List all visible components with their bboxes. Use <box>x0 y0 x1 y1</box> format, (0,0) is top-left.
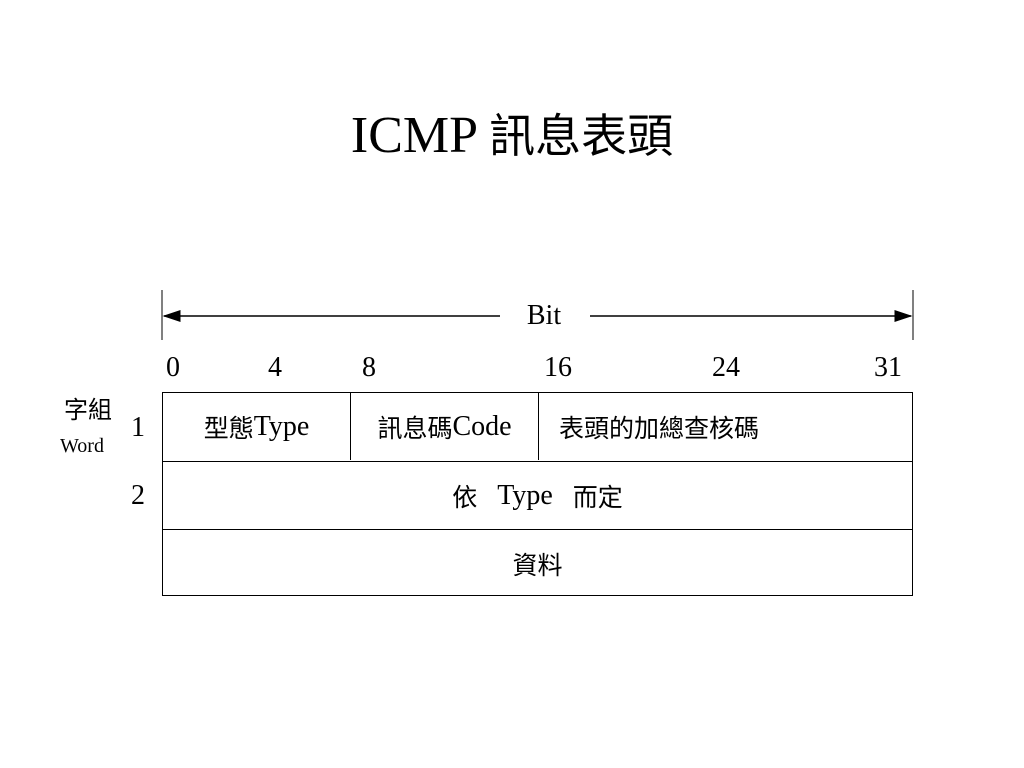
field-code-cjk: 訊息碼 <box>377 413 453 443</box>
bit-tick-0: 0 <box>166 352 180 383</box>
field-type-cjk: 型態 <box>203 413 254 443</box>
title-cjk: 訊息表頭 <box>489 109 674 163</box>
field-depends-post: 而定 <box>572 482 623 512</box>
field-depends-pre: 依 <box>452 482 478 512</box>
field-data-cjk: 資料 <box>512 550 563 580</box>
bit-label: Bit <box>500 298 588 334</box>
word-row-2: 2 <box>131 480 145 511</box>
bit-tick-24: 24 <box>712 352 740 383</box>
page-title: ICMP 訊息表頭 <box>0 100 1024 172</box>
field-code-latin: Code <box>452 410 512 442</box>
word-axis-label-cjk: 字組 <box>64 396 112 424</box>
word-axis-label-en: Word <box>60 435 104 457</box>
bit-tick-4: 4 <box>268 352 282 383</box>
word-row-1: 1 <box>131 412 145 443</box>
header-row-2: 依 Type 而定 <box>163 461 912 529</box>
field-depends-on-type: 依 Type 而定 <box>163 462 912 529</box>
bit-tick-16: 16 <box>544 352 572 383</box>
bit-tick-31: 31 <box>874 352 902 383</box>
field-type-latin: Type <box>253 410 310 442</box>
field-depends-latin: Type <box>497 479 553 511</box>
field-checksum-cjk: 表頭的加總查核碼 <box>559 413 760 443</box>
field-data: 資料 <box>163 530 912 597</box>
field-checksum: 表頭的加總查核碼 <box>539 393 912 460</box>
title-latin: ICMP <box>350 107 477 164</box>
bit-tick-8: 8 <box>362 352 376 383</box>
data-row: 資料 <box>163 529 912 597</box>
